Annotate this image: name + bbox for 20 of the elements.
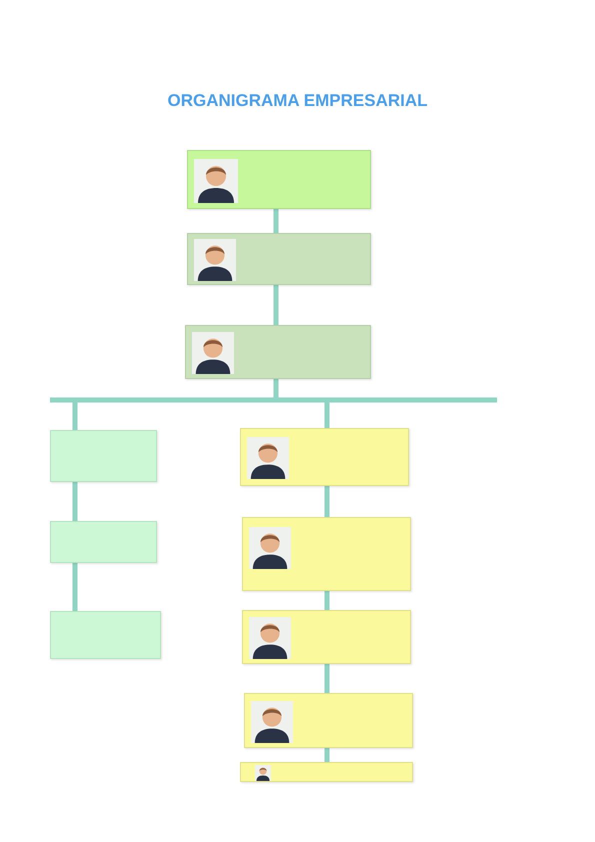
org-chart-box [50, 611, 161, 659]
org-chart-box [187, 233, 371, 285]
org-chart-box [244, 693, 413, 748]
org-chart-box [240, 428, 409, 486]
org-chart-box [242, 517, 411, 591]
connector-line [324, 591, 330, 610]
org-chart-box [50, 521, 157, 563]
connector-line [72, 482, 78, 521]
diagram-title: ORGANIGRAMA EMPRESARIAL [166, 91, 429, 111]
org-chart-box [240, 762, 413, 782]
connector-line [274, 285, 278, 325]
org-chart-box [50, 430, 157, 482]
org-chart-box [242, 610, 411, 664]
connector-line [72, 563, 78, 611]
connector-line [324, 486, 330, 517]
connector-line [324, 664, 330, 693]
connector-line [274, 209, 278, 233]
connector-line [324, 748, 330, 762]
org-chart-box [185, 325, 371, 379]
org-chart-box [187, 150, 371, 209]
